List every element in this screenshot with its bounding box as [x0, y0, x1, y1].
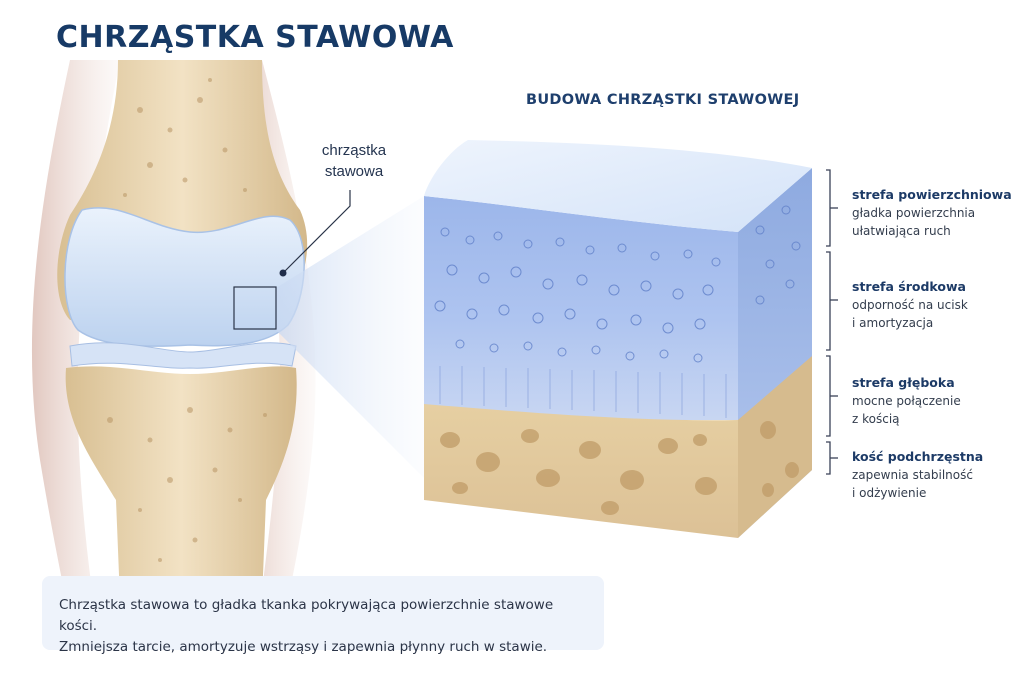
cube-side-bone: [738, 356, 812, 538]
deep-zone-columns: [439, 366, 727, 418]
zone-desc: mocne połączenie z kością: [852, 394, 961, 426]
zone-title: strefa środkowa: [852, 279, 966, 294]
zone-desc: zapewnia stabilność i odżywienie: [852, 468, 973, 500]
zone-title: strefa głęboka: [852, 375, 955, 390]
cube-front-face: [424, 196, 738, 420]
joint-capsule-right: [236, 60, 316, 590]
zone-brackets: [826, 169, 838, 475]
zoom-cone: [276, 196, 424, 478]
meniscus: [69, 342, 297, 369]
info-text: Chrząstka stawowa to gładka tkanka pokry…: [59, 597, 554, 655]
zoom-box: [233, 286, 277, 330]
zone-surface: strefa powierzchniowa gładka powierzchni…: [852, 186, 1022, 240]
callout-leader: [283, 190, 351, 273]
callout-dot: [279, 269, 287, 277]
zone-title: strefa powierzchniowa: [852, 187, 1012, 202]
zone-subchondral-bone: kość podchrzęstna zapewnia stabilność i …: [852, 448, 1022, 502]
chondrocyte-cells: [434, 205, 801, 363]
info-box: Chrząstka stawowa to gładka tkanka pokry…: [42, 576, 604, 655]
zone-desc: gładka powierzchnia ułatwiająca ruch: [852, 206, 976, 238]
page-title: CHRZĄSTKA STAWOWA: [56, 20, 454, 55]
tibia-bone: [65, 366, 297, 600]
cube-front-bone: [424, 404, 738, 538]
callout-label: chrząstka stawowa: [321, 142, 387, 180]
diagram-subtitle: BUDOWA CHRZĄSTKI STAWOWEJ: [526, 92, 800, 108]
zone-title: kość podchrzęstna: [852, 449, 984, 464]
cube-top-face: [424, 140, 812, 232]
bone-pores: [107, 78, 267, 562]
zone-desc: odporność na ucisk i amortyzacja: [852, 298, 968, 330]
subchondral-pores: [440, 421, 799, 515]
zone-deep: strefa głęboka mocne połączenie z kością: [852, 374, 1022, 428]
zone-middle: strefa środkowa odporność na ucisk i amo…: [852, 278, 1022, 332]
